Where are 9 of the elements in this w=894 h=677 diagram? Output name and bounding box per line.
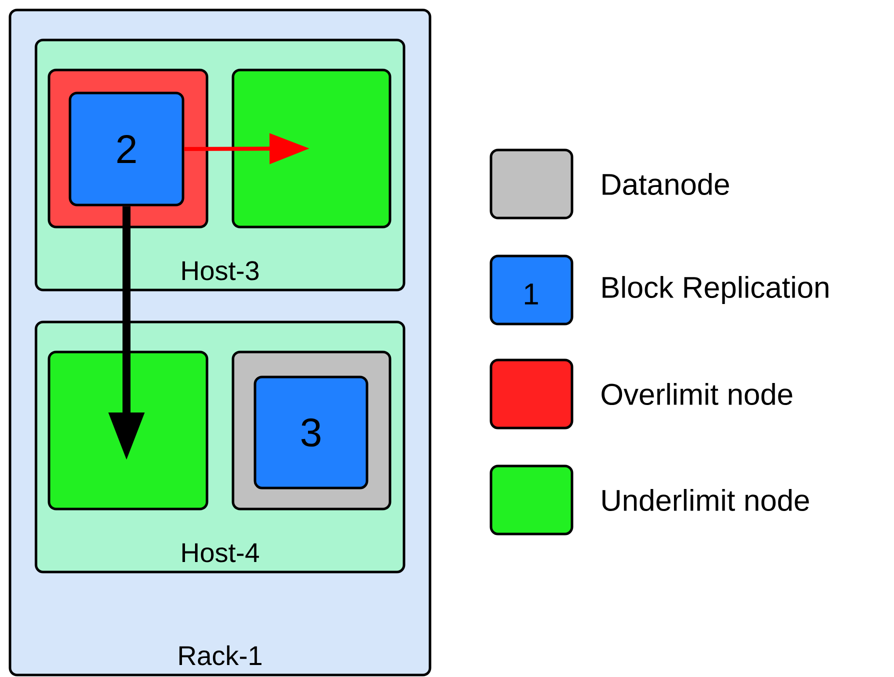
block-box: 2 (68, 92, 184, 206)
legend-label: Datanode (602, 172, 729, 196)
swatch-number: 1 (524, 284, 538, 304)
block-box: 3 (254, 376, 368, 490)
legend-label: Overlimit node (602, 382, 792, 406)
legend-label: Block Replication (602, 276, 828, 304)
legend-label: Underlimit node (602, 488, 809, 512)
node-box (232, 68, 392, 228)
node-box (48, 350, 208, 510)
